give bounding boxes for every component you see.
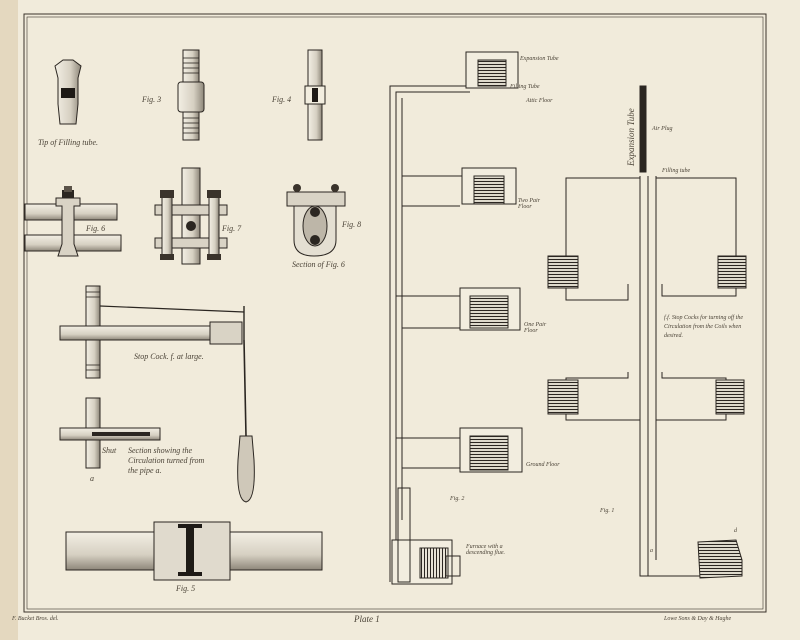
label-air-plug: Air Plug: [652, 126, 673, 132]
label-fig-4: Fig. 4: [272, 95, 292, 104]
label-a-right: a: [650, 548, 653, 554]
label-shut: Shut: [102, 446, 117, 455]
section-figure: [59, 397, 161, 469]
stop-cock-figure: [59, 285, 255, 503]
label-stop-cocks-note: f.f. Stop Cocks for turning off the Circ…: [664, 315, 743, 339]
label-fig-3: Fig. 3: [142, 95, 162, 104]
label-ground-floor: Ground Floor: [526, 462, 560, 468]
fig-5-figure: [65, 521, 323, 581]
label-filling-tube: Filling Tube: [510, 84, 540, 90]
label-fig-5: Fig. 5: [176, 584, 196, 593]
label-two-pair-floor: Two Pair Floor: [518, 198, 541, 210]
fig-6-figure: [24, 186, 122, 257]
label-engraver: Lowe Sons & Day & Haghe: [664, 616, 732, 622]
label-fig-8: Fig. 8: [342, 220, 362, 229]
fig-4-figure: [304, 49, 326, 141]
label-filling-tube-small: Filling tube: [662, 168, 691, 174]
label-attic-floor: Attic Floor: [526, 98, 553, 104]
label-a-left: a: [90, 474, 94, 483]
label-fig-2: Fig. 2: [450, 496, 465, 502]
label-section-of-fig-6: Section of Fig. 6: [292, 260, 345, 269]
label-expansion-tube: Expansion Tube: [520, 56, 559, 62]
label-fig-7: Fig. 7: [222, 224, 242, 233]
label-fig-6: Fig. 6: [86, 224, 106, 233]
fig-1-piping: [547, 85, 747, 579]
fig-8-figure: [286, 184, 346, 257]
fig-7-figure: [154, 167, 228, 265]
fig-2-piping: [389, 51, 523, 585]
label-one-pair-floor: One Pair Floor: [524, 322, 547, 334]
label-d: d: [734, 528, 737, 534]
plate-title: Plate 1: [354, 614, 380, 624]
label-tip-of-filling-tube: Tip of Filling tube.: [38, 138, 99, 147]
fig-3-figure: [177, 49, 205, 141]
label-furnace: Furnace with a descending flue.: [466, 544, 505, 556]
label-section-note: Section showing the Circulation turned f…: [128, 446, 205, 475]
label-fig-1: Fig. 1: [600, 508, 615, 514]
label-artist: F. Bucket Bros. del.: [12, 616, 59, 622]
label-stop-cock: Stop Cock. f. at large.: [134, 352, 204, 361]
label-expansion-tube-vertical: Expansion Tube: [626, 108, 636, 166]
tip-of-filling-tube-figure: [54, 59, 82, 125]
